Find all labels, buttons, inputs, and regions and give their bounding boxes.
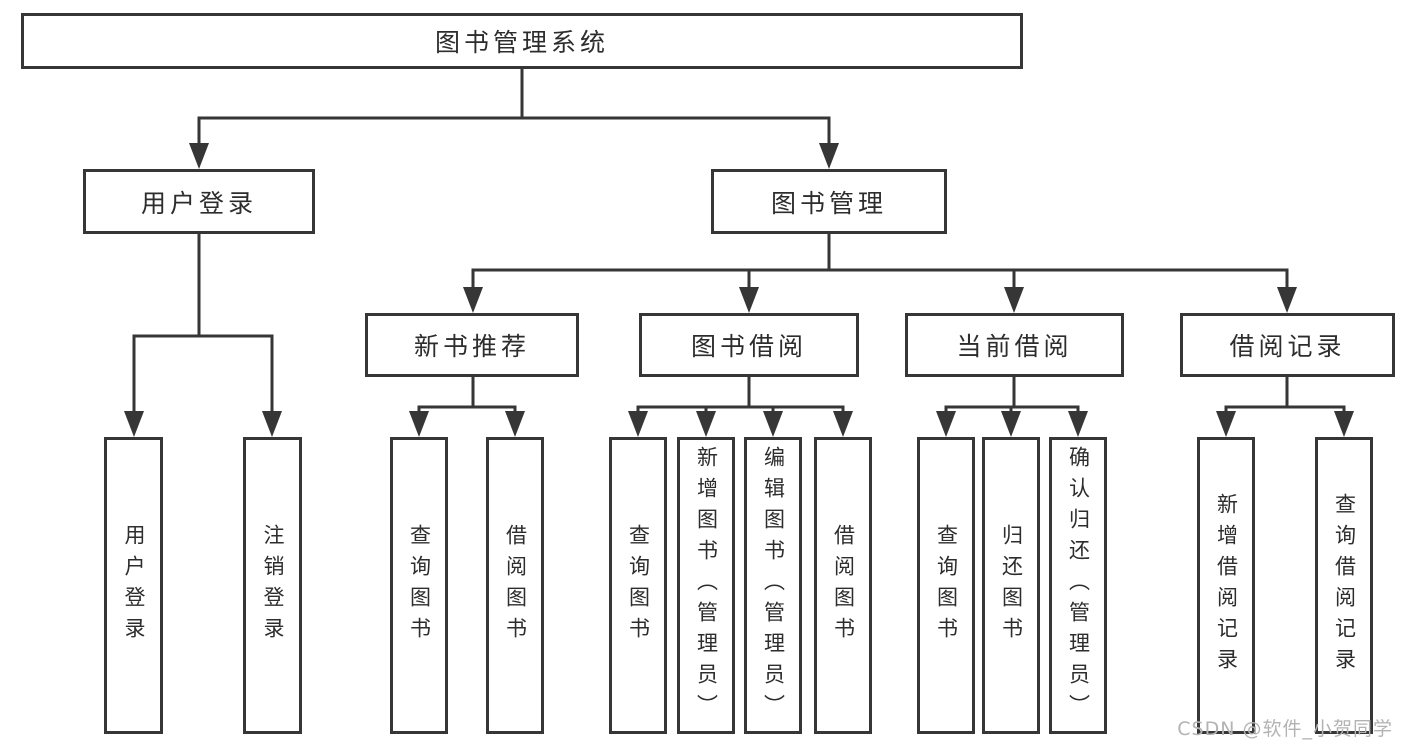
node-new-book-recommend-label: 新书推荐 [413, 332, 530, 361]
node-current-borrowing: 当前借阅 [905, 313, 1124, 377]
leaf-add-books-admin-label: 新增图书（管理员） [694, 446, 719, 725]
leaf-return-books-label: 归还图书 [999, 523, 1024, 648]
node-root: 图书管理系统 [21, 13, 1023, 69]
leaf-add-borrow-record-label: 新增借阅记录 [1214, 492, 1239, 679]
leaf-edit-books-admin: 编辑图书（管理员） [744, 437, 802, 734]
node-book-management-label: 图书管理 [770, 188, 887, 218]
node-borrowing-records: 借阅记录 [1180, 313, 1395, 377]
node-user-login-label: 用户登录 [140, 188, 257, 218]
leaf-logout-label: 注销登录 [261, 523, 285, 648]
leaf-confirm-return-admin-label: 确认归还（管理员） [1066, 446, 1091, 725]
node-user-login: 用户登录 [83, 169, 315, 234]
leaf-logout: 注销登录 [243, 437, 302, 734]
leaf-add-books-admin: 新增图书（管理员） [677, 437, 735, 734]
leaf-query-borrow-record: 查询借阅记录 [1315, 437, 1373, 734]
leaf-query-borrow-record-label: 查询借阅记录 [1332, 492, 1357, 679]
node-borrowing-records-label: 借阅记录 [1229, 332, 1346, 361]
leaf-query-books-recommend-label: 查询图书 [407, 523, 432, 648]
leaf-borrow-books-label: 借阅图书 [831, 523, 856, 648]
connector-paths [132, 66, 1346, 412]
leaf-user-login-label: 用户登录 [122, 523, 146, 648]
csdn-watermark: CSDN @软件_小贺同学 [1177, 718, 1393, 740]
leaf-add-borrow-record: 新增借阅记录 [1197, 437, 1255, 734]
node-book-management: 图书管理 [711, 169, 947, 234]
leaf-query-books-current-label: 查询图书 [934, 523, 959, 648]
leaf-query-books-borrow-label: 查询图书 [626, 523, 651, 648]
leaf-query-books-borrow: 查询图书 [609, 437, 667, 734]
node-current-borrowing-label: 当前借阅 [956, 332, 1073, 361]
leaf-borrow-books-recommend: 借阅图书 [486, 437, 544, 734]
leaf-query-books-recommend: 查询图书 [390, 437, 448, 734]
leaf-user-login: 用户登录 [104, 437, 163, 734]
node-book-borrowing-label: 图书借阅 [690, 332, 807, 361]
node-root-label: 图书管理系统 [434, 28, 609, 57]
node-new-book-recommend: 新书推荐 [365, 313, 579, 377]
leaf-query-books-current: 查询图书 [917, 437, 975, 734]
leaf-return-books: 归还图书 [982, 437, 1040, 734]
node-book-borrowing: 图书借阅 [639, 313, 859, 377]
leaf-borrow-books: 借阅图书 [814, 437, 872, 734]
arrowheads [124, 143, 1354, 437]
leaf-edit-books-admin-label: 编辑图书（管理员） [761, 446, 786, 725]
leaf-borrow-books-recommend-label: 借阅图书 [503, 523, 528, 648]
leaf-confirm-return-admin: 确认归还（管理员） [1049, 437, 1107, 734]
